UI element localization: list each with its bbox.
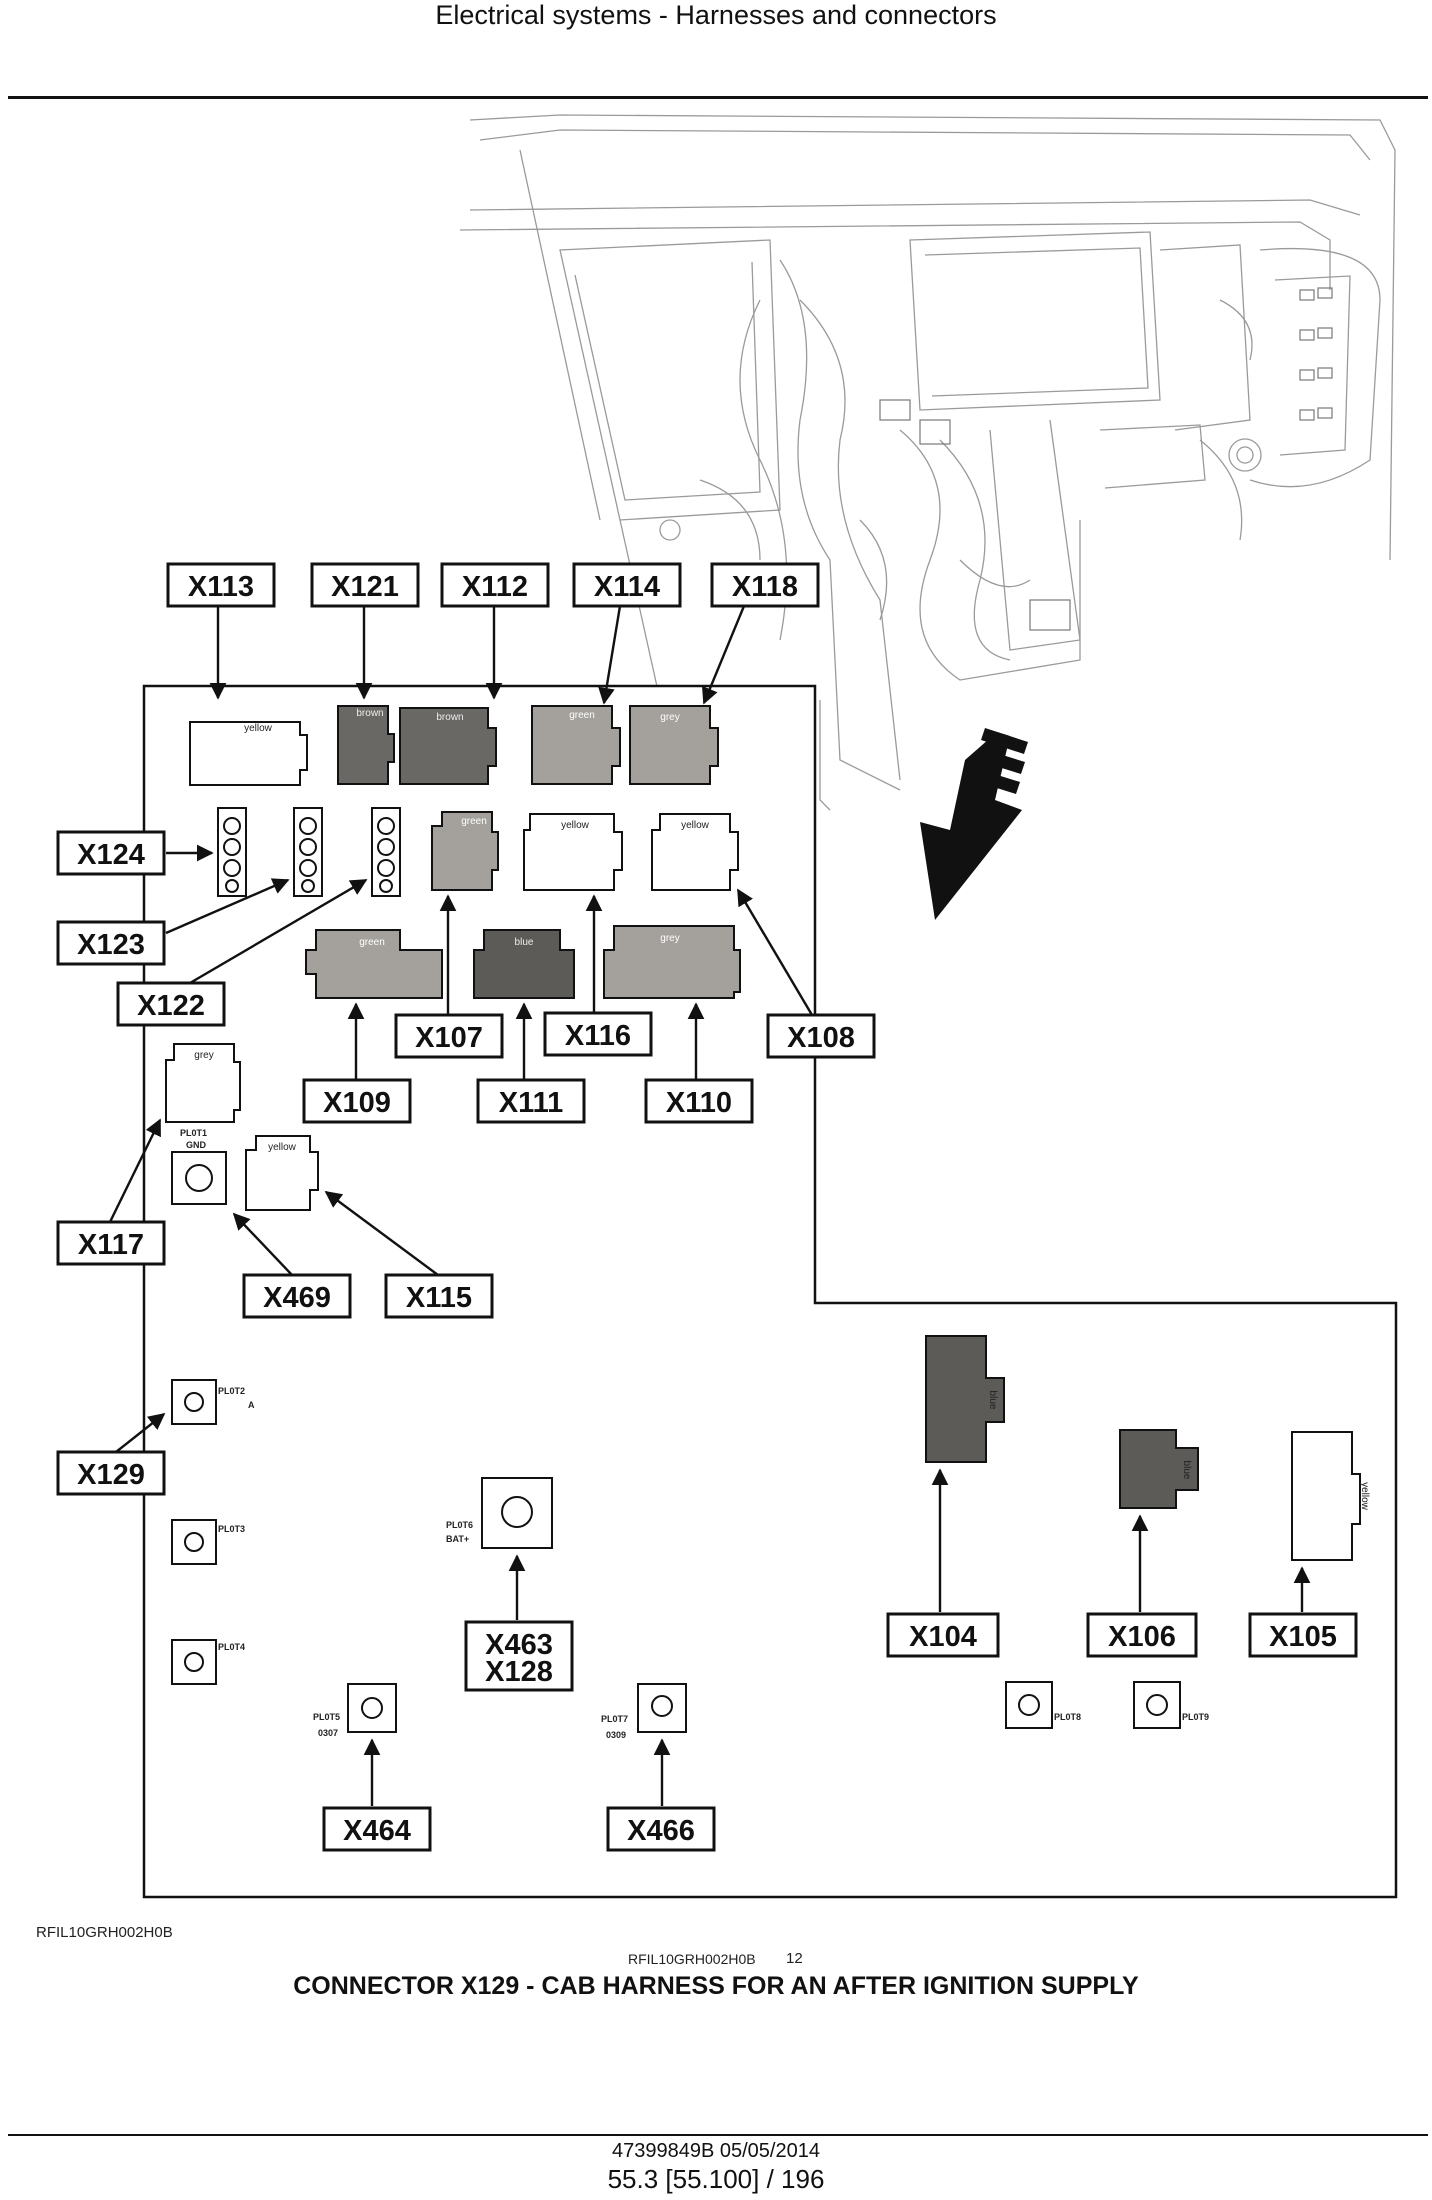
x116-label: X116 bbox=[565, 1020, 631, 1052]
x105-label: X105 bbox=[1269, 1621, 1337, 1653]
x124-label: X124 bbox=[77, 839, 145, 871]
x107-colour-label: green bbox=[461, 816, 487, 827]
x108-colour-label: yellow bbox=[681, 820, 710, 831]
connector-label-boxes: X113 X121 X112 X114 X118 X124 X123 X122 … bbox=[56, 562, 1358, 1852]
page-header-title: Electrical systems - Harnesses and conne… bbox=[435, 0, 997, 30]
x112-label: X112 bbox=[462, 571, 528, 603]
x109-colour-label: green bbox=[359, 937, 385, 948]
connector-x118-body: grey bbox=[629, 705, 719, 785]
connector-x116-body: yellow bbox=[523, 813, 623, 891]
connector-x109-body: green bbox=[305, 929, 443, 999]
connector-x121-body: brown bbox=[337, 705, 395, 785]
x104-colour-label: blue bbox=[987, 1391, 998, 1410]
x110-label: X110 bbox=[666, 1087, 732, 1119]
x115-colour-label: yellow bbox=[268, 1142, 297, 1153]
x117-colour-label: grey bbox=[194, 1050, 213, 1061]
x111-label: X111 bbox=[499, 1087, 564, 1119]
x129-label: X129 bbox=[77, 1459, 145, 1491]
plot6-sub-label: BAT+ bbox=[446, 1534, 469, 1544]
plot5-sub-label: 0307 bbox=[318, 1728, 338, 1738]
connector-x110-body: grey bbox=[603, 925, 741, 999]
connector-x115-body: yellow bbox=[245, 1135, 319, 1211]
connector-x113-body: yellow bbox=[189, 721, 308, 786]
header-rule bbox=[8, 96, 1428, 99]
x121-label: X121 bbox=[331, 571, 399, 603]
x113-colour-label: yellow bbox=[244, 723, 273, 734]
plate-plot3 bbox=[171, 1519, 217, 1565]
cab-background-illustration bbox=[459, 114, 1396, 811]
plate-plot9 bbox=[1133, 1681, 1181, 1729]
x463-label: X463 bbox=[485, 1629, 553, 1661]
connector-x108-body: yellow bbox=[651, 813, 739, 891]
plate-plot4 bbox=[171, 1639, 217, 1685]
x118-colour-label: grey bbox=[660, 712, 679, 723]
connector-x114-body: green bbox=[531, 705, 621, 785]
plot2-label: PL0T2 bbox=[218, 1386, 245, 1396]
plate-plot5 bbox=[347, 1683, 397, 1733]
plate-plot6 bbox=[481, 1477, 553, 1549]
footer-page-number: 55.3 [55.100] / 196 bbox=[607, 2164, 825, 2194]
leader-arrows bbox=[108, 605, 1311, 1806]
x114-colour-label: green bbox=[569, 710, 595, 721]
connector-x107-body: green bbox=[431, 811, 499, 891]
connector-x106-body: blue bbox=[1119, 1429, 1199, 1509]
x122-label: X122 bbox=[137, 990, 205, 1022]
x110-colour-label: grey bbox=[660, 933, 679, 944]
footer-doc-id: 47399849B 05/05/2014 bbox=[612, 2140, 820, 2162]
x108-label: X108 bbox=[787, 1022, 855, 1054]
x118-label: X118 bbox=[732, 571, 798, 603]
connector-x123-body bbox=[293, 807, 323, 897]
plot5-label: PL0T5 bbox=[313, 1712, 340, 1722]
figure-ref-center: RFIL10GRH002H0B bbox=[628, 1951, 756, 1967]
plot1-sub-label: GND bbox=[186, 1140, 207, 1150]
plate-plot2 bbox=[171, 1379, 217, 1425]
x116-colour-label: yellow bbox=[561, 820, 590, 831]
connector-x117-body: grey bbox=[165, 1043, 241, 1123]
plot3-label: PL0T3 bbox=[218, 1524, 245, 1534]
x128-label: X128 bbox=[485, 1656, 553, 1688]
footer-rule bbox=[8, 2134, 1428, 2136]
x115-label: X115 bbox=[406, 1282, 472, 1314]
plot7-sub-label: 0309 bbox=[606, 1730, 626, 1740]
x114-label: X114 bbox=[594, 571, 660, 603]
x107-label: X107 bbox=[415, 1022, 483, 1054]
x105-colour-label: yellow bbox=[1359, 1482, 1370, 1511]
x111-colour-label: blue bbox=[515, 937, 534, 948]
cab-module-blocks bbox=[879, 287, 1333, 631]
x464-label: X464 bbox=[343, 1815, 411, 1847]
x106-label: X106 bbox=[1108, 1621, 1176, 1653]
plot7-label: PL0T7 bbox=[601, 1714, 628, 1724]
x466-label: X466 bbox=[627, 1815, 695, 1847]
connector-x112-body: brown bbox=[399, 707, 497, 785]
plot8-label: PL0T8 bbox=[1054, 1712, 1081, 1722]
plot2-sub-label: A bbox=[248, 1400, 255, 1410]
plate-plot7 bbox=[637, 1683, 687, 1733]
ground-plate-plot1 bbox=[171, 1151, 227, 1205]
x104-label: X104 bbox=[909, 1621, 977, 1653]
x109-label: X109 bbox=[323, 1087, 391, 1119]
plot4-label: PL0T4 bbox=[218, 1642, 245, 1652]
plot1-label: PL0T1 bbox=[180, 1128, 207, 1138]
x121-colour-label: brown bbox=[356, 708, 383, 719]
x113-label: X113 bbox=[188, 571, 254, 603]
figure-ref-left: RFIL10GRH002H0B bbox=[36, 1924, 173, 1941]
figure-caption: CONNECTOR X129 - CAB HARNESS FOR AN AFTE… bbox=[293, 1972, 1139, 2000]
x123-label: X123 bbox=[77, 929, 145, 961]
plot9-label: PL0T9 bbox=[1182, 1712, 1209, 1722]
figure-number: 12 bbox=[786, 1950, 803, 1967]
x112-colour-label: brown bbox=[436, 712, 463, 723]
diagram-frame bbox=[142, 684, 1398, 1899]
x106-colour-label: blue bbox=[1181, 1461, 1192, 1480]
connector-x104-body: blue bbox=[925, 1335, 1005, 1463]
plate-plot8 bbox=[1005, 1681, 1053, 1729]
x469-label: X469 bbox=[263, 1282, 331, 1314]
view-direction-arrow bbox=[920, 728, 1028, 920]
plot6-label: PL0T6 bbox=[446, 1520, 473, 1530]
connector-x111-body: blue bbox=[473, 929, 575, 999]
x117-label: X117 bbox=[78, 1229, 144, 1261]
connector-x124-body bbox=[217, 807, 247, 897]
connector-x122-body bbox=[371, 807, 401, 897]
connector-x105-body: yellow bbox=[1291, 1431, 1370, 1561]
